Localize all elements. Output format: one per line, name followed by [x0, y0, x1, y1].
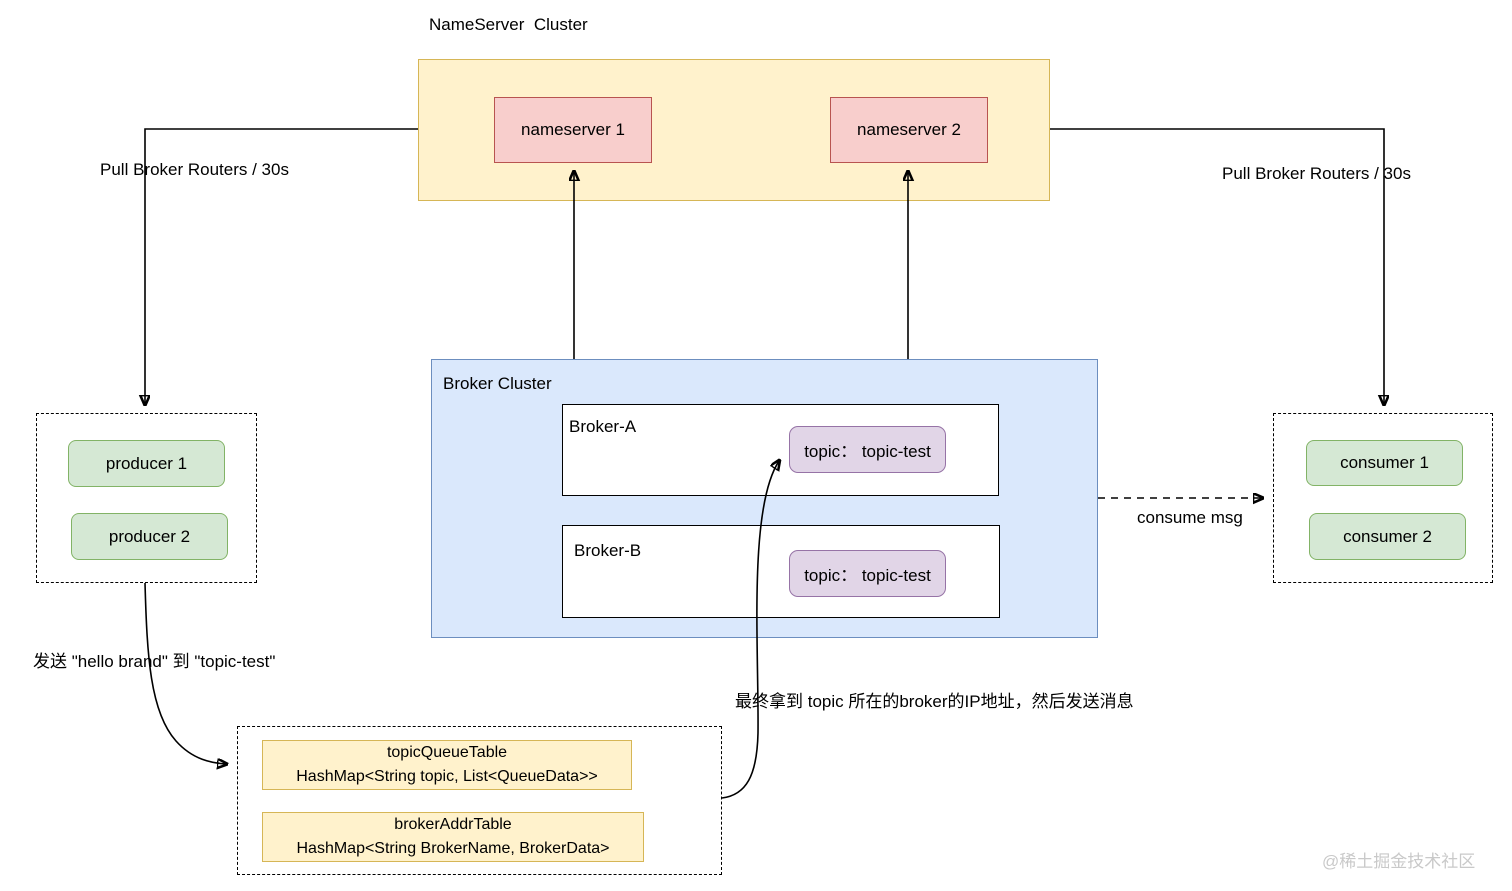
nameserver-2-node: nameserver 2	[830, 97, 988, 163]
consumer-2-node: consumer 2	[1309, 513, 1466, 560]
page-title: NameServer Cluster	[429, 15, 588, 34]
nameserver-1-node: nameserver 1	[494, 97, 652, 163]
nameserver-2-label: nameserver 2	[857, 120, 961, 139]
producer-1-label: producer 1	[105, 453, 188, 473]
broker-b-topic-label: topic： topic-test	[804, 566, 931, 585]
pull-broker-routers-left-label: Pull Broker Routers / 30s	[100, 160, 289, 179]
nameserver-1-label: nameserver 1	[521, 120, 625, 139]
broker-addr-table-title: brokerAddrTable	[394, 816, 512, 833]
topic-queue-table-node: topicQueueTable HashMap<String topic, Li…	[262, 740, 632, 790]
producer-2-label: producer 2	[108, 526, 191, 546]
consumer-1-label: consumer 1	[1340, 453, 1429, 472]
broker-a-topic-label: topic： topic-test	[804, 442, 931, 461]
send-message-note: 发送 "hello brand" 到 "topic-test"	[33, 652, 276, 671]
topic-queue-table-title: topicQueueTable	[386, 744, 508, 761]
resolve-broker-ip-note: 最终拿到 topic 所在的broker的IP地址，然后发送消息	[735, 692, 1134, 711]
broker-b-node: Broker-B	[562, 525, 1000, 618]
broker-cluster-label: Broker Cluster	[443, 374, 552, 393]
watermark: @稀土掘金技术社区	[1322, 852, 1476, 871]
edge-producer-to-tables-arrow	[144, 582, 226, 764]
consume-msg-label: consume msg	[1137, 508, 1243, 527]
broker-a-label: Broker-A	[569, 417, 637, 436]
pull-broker-routers-right-label: Pull Broker Routers / 30s	[1222, 164, 1411, 183]
broker-addr-table-node: brokerAddrTable HashMap<String BrokerNam…	[262, 812, 644, 862]
broker-addr-table-detail: HashMap<String BrokerName, BrokerData>	[296, 840, 610, 857]
broker-a-topic-node: topic： topic-test	[789, 426, 946, 473]
consumer-group-box	[1273, 413, 1493, 583]
routing-tables-group-box	[237, 726, 722, 875]
producer-2-node: producer 2	[71, 513, 228, 560]
consumer-2-label: consumer 2	[1343, 526, 1432, 546]
topic-queue-table-detail: HashMap<String topic, List<QueueData>>	[296, 768, 598, 785]
producer-1-node: producer 1	[68, 440, 225, 487]
consumer-1-node: consumer 1	[1306, 440, 1463, 486]
broker-b-topic-node: topic： topic-test	[789, 550, 946, 597]
broker-b-label: Broker-B	[574, 541, 642, 560]
producer-group-box	[36, 413, 257, 583]
